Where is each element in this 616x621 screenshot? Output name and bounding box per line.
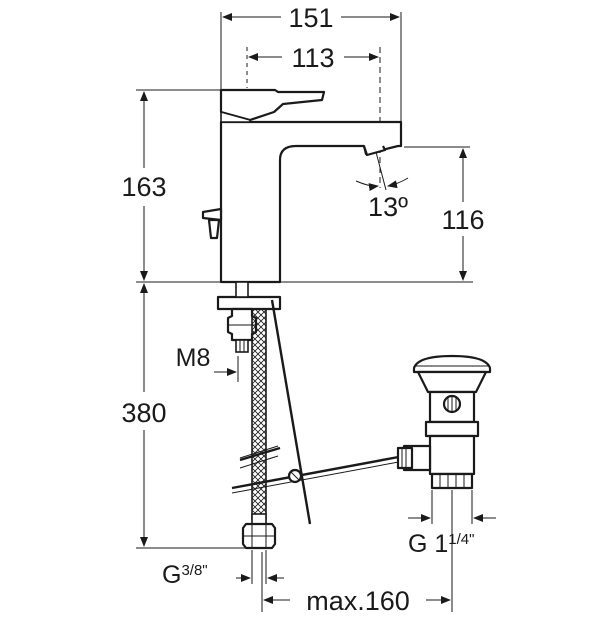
stud-thread-label: M8 xyxy=(176,344,211,372)
dimension-stud-thread: M8 xyxy=(176,344,239,382)
dimension-overall-width: 151 xyxy=(220,3,402,122)
pop-up-waste xyxy=(396,354,492,490)
flexible-hose xyxy=(239,308,281,550)
pop-up-distance-value: max.160 xyxy=(306,586,410,616)
total-height-value: 163 xyxy=(121,172,166,202)
dimension-spout-reach: 113 xyxy=(246,43,381,188)
dimension-hose-thread: G3/8" xyxy=(162,550,284,589)
dimension-spout-angle: 13º xyxy=(355,151,409,222)
fixing-assembly xyxy=(216,281,282,353)
dimension-pop-up-distance: max.160 xyxy=(261,490,453,616)
dimension-total-height: 163 xyxy=(121,89,220,281)
dimension-spout-height: 116 xyxy=(404,146,485,281)
spout-height-value: 116 xyxy=(441,205,484,235)
dimension-below-counter: 380 xyxy=(121,283,250,549)
spout-reach-value: 113 xyxy=(291,43,334,73)
pop-up-linkage xyxy=(231,299,405,525)
dimension-waste-thread: G 11/4" xyxy=(408,490,496,558)
hose-thread-label: G3/8" xyxy=(162,561,208,589)
overall-width-value: 151 xyxy=(288,3,333,33)
below-counter-value: 380 xyxy=(121,398,166,428)
spout-angle-value: 13º xyxy=(368,192,408,222)
faucet-body xyxy=(201,88,403,284)
waste-thread-label: G 11/4" xyxy=(408,530,474,558)
